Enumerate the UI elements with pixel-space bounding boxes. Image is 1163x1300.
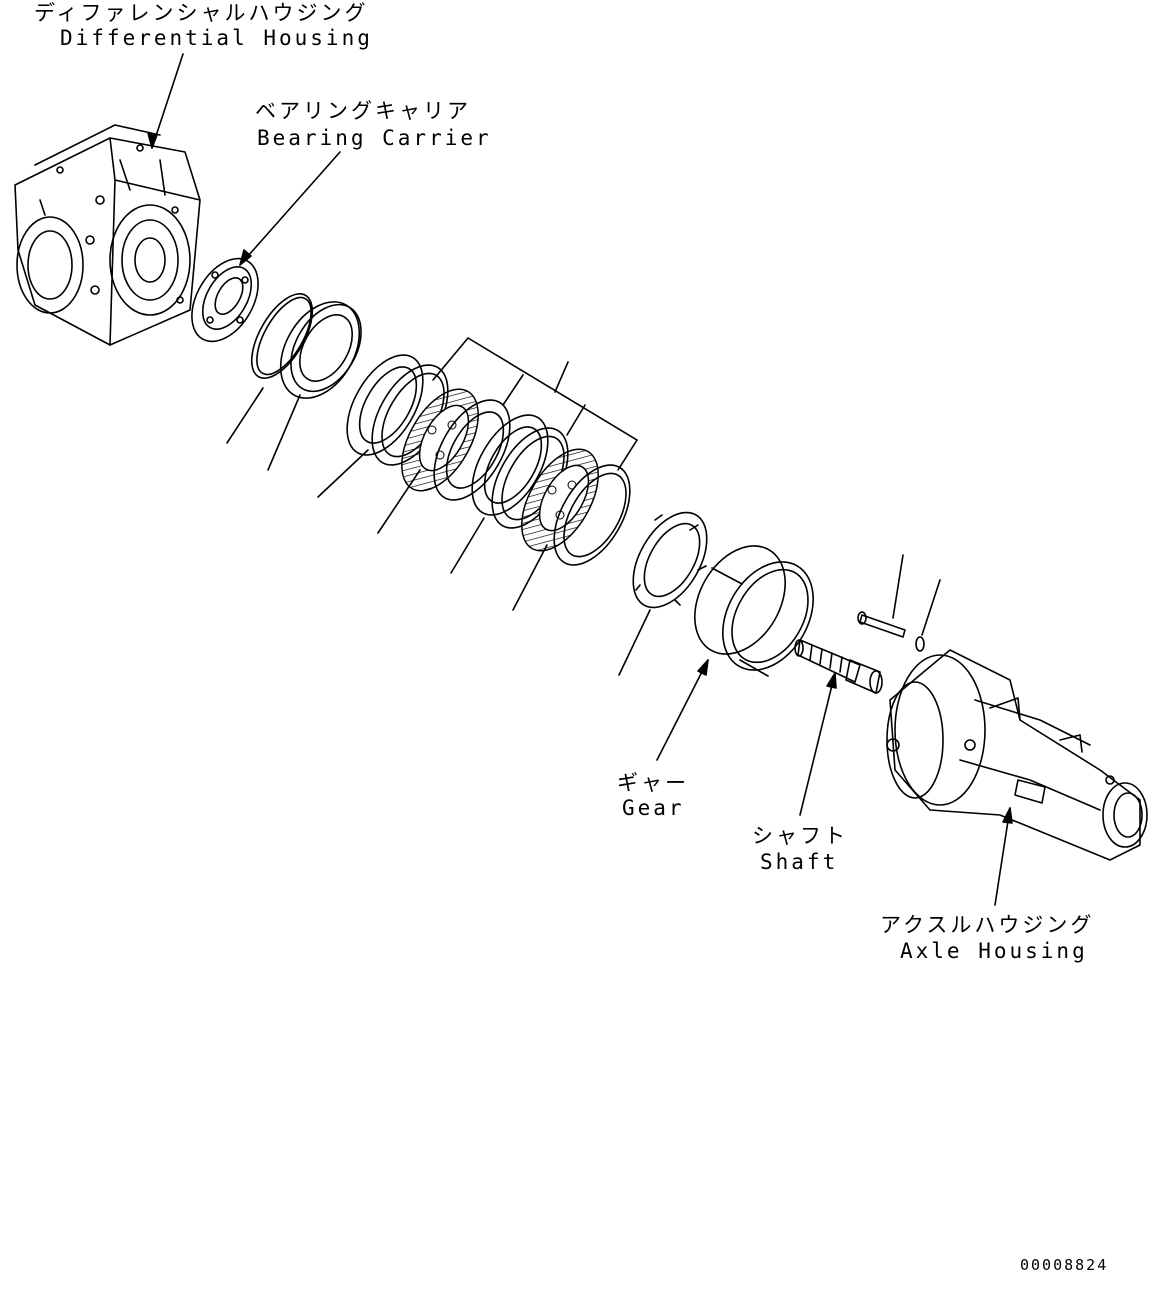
piston (632, 511, 708, 609)
shaft-label-en: Shaft (760, 850, 838, 874)
axle-housing-label-en: Axle Housing (900, 939, 1088, 963)
drawing-number: 00008824 (1020, 1256, 1108, 1274)
axle-housing-label-jp: アクスルハウジング (880, 913, 1094, 937)
ring-gear (694, 545, 814, 677)
washer (915, 636, 925, 652)
bolt (857, 611, 906, 638)
shaft (794, 639, 883, 694)
separator-plate-3 (433, 399, 511, 501)
leader-lines (147, 53, 1013, 906)
snap-ring (250, 293, 314, 379)
bearing-carrier-label-en: Bearing Carrier (257, 126, 492, 150)
differential-housing-label-jp: ディファレンシャルハウジング (34, 1, 369, 25)
friction-disk-1 (401, 388, 479, 492)
bearing-carrier (191, 257, 259, 343)
differential-housing-label-en: Differential Housing (60, 26, 373, 50)
differential-housing (14, 124, 201, 346)
thrust-plate (279, 301, 362, 399)
friction-disk-2 (521, 448, 599, 552)
shaft-label-jp: シャフト (752, 824, 848, 848)
gear-label-en: Gear (622, 796, 685, 820)
bearing-carrier-label-jp: ベアリングキャリア (255, 99, 471, 123)
gear-label-jp: ギャー (617, 771, 689, 795)
separator-plate-6 (553, 464, 631, 566)
separator-plate-1 (346, 354, 424, 456)
axle-housing (886, 649, 1148, 861)
